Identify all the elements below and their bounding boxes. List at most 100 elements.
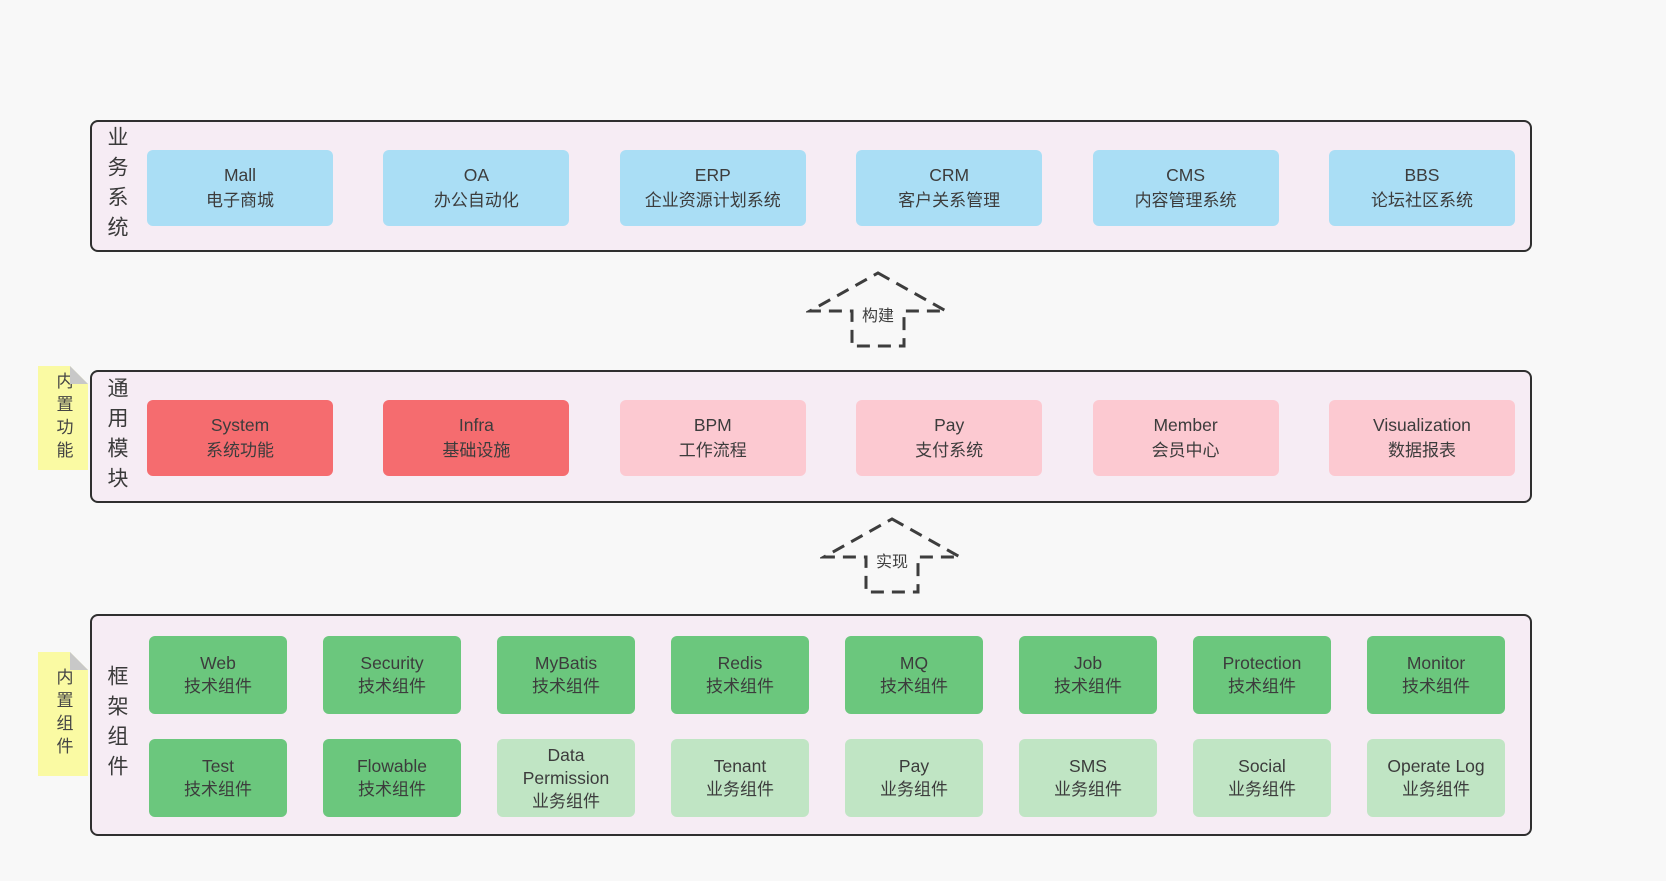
folded-corner-icon	[70, 652, 88, 670]
node-title: CMS	[1166, 165, 1205, 185]
sticky-note-builtin-components: 内置组件	[38, 652, 88, 776]
node-subtitle: 技术组件	[184, 677, 252, 696]
business-node-erp: ERP 企业资源计划系统	[619, 150, 806, 226]
node-title: Job	[1073, 653, 1103, 673]
node-subtitle: 支付系统	[915, 441, 984, 460]
node-title: Flowable	[356, 756, 428, 776]
business-node-oa: OA 办公自动化	[383, 150, 570, 226]
node-title: Member	[1153, 415, 1218, 435]
node-subtitle: 会员中心	[1151, 441, 1220, 460]
node-subtitle: 技术组件	[1054, 677, 1122, 696]
node-title: MQ	[899, 653, 929, 673]
folded-corner-icon	[70, 366, 88, 384]
node-subtitle: 技术组件	[1228, 677, 1296, 696]
component-node-monitor: Monitor 技术组件	[1367, 636, 1505, 714]
node-subtitle: 论坛社区系统	[1370, 191, 1473, 210]
node-title: Tenant	[713, 756, 767, 776]
node-subtitle: 数据报表	[1387, 441, 1456, 460]
dashed-up-arrow-icon	[806, 271, 950, 348]
component-node-security: Security 技术组件	[323, 636, 461, 714]
node-subtitle: 技术组件	[880, 677, 948, 696]
node-title: Pay	[898, 756, 930, 776]
node-subtitle: 业务组件	[706, 780, 774, 799]
node-title: ERP	[694, 165, 731, 185]
panel-framework-components-label: 框架组件	[105, 665, 128, 785]
arrow-implement-label: 实现	[872, 548, 912, 572]
node-subtitle: 业务组件	[1402, 780, 1470, 799]
common-modules-box-row: System 系统功能 Infra 基础设施 BPM 工作流程 Pay 支付系统 Member 会…	[147, 400, 1515, 476]
node-subtitle: 办公自动化	[433, 191, 519, 210]
node-title: Protection	[1222, 653, 1302, 673]
node-subtitle: 技术组件	[1402, 677, 1470, 696]
arrow-build: 构建	[806, 270, 950, 348]
component-node-mq: MQ 技术组件	[845, 636, 983, 714]
node-title: Test	[201, 756, 235, 776]
node-subtitle: 企业资源计划系统	[644, 191, 781, 210]
node-subtitle: 技术组件	[358, 780, 426, 799]
node-title: Pay	[934, 415, 965, 435]
panel-business-systems-label: 业务系统	[105, 126, 128, 246]
node-title: CRM	[929, 165, 970, 185]
framework-components-row-2: Test 技术组件 Flowable 技术组件 Data Permission 业务组件 T…	[149, 739, 1505, 817]
node-subtitle: 工作流程	[678, 441, 747, 460]
node-title: Operate Log	[1387, 756, 1485, 776]
node-title: Monitor	[1406, 653, 1466, 673]
business-node-cms: CMS 内容管理系统	[1092, 150, 1279, 226]
node-subtitle: 客户关系管理	[898, 191, 1001, 210]
node-title: Mall	[223, 165, 257, 185]
node-subtitle: 系统功能	[206, 441, 274, 460]
node-title: Security	[360, 653, 424, 673]
component-node-protection: Protection 技术组件	[1193, 636, 1331, 714]
component-node-flowable: Flowable 技术组件	[323, 739, 461, 817]
node-title: Data Permission	[522, 744, 610, 788]
component-node-data-permission: Data Permission 业务组件	[497, 739, 635, 817]
node-title: Web	[200, 653, 236, 673]
component-node-mybatis: MyBatis 技术组件	[497, 636, 635, 714]
module-node-visualization: Visualization 数据报表	[1328, 400, 1515, 476]
module-node-system: System 系统功能	[147, 400, 333, 476]
node-subtitle: 业务组件	[532, 791, 600, 811]
component-node-web: Web 技术组件	[149, 636, 287, 714]
module-node-infra: Infra 基础设施	[383, 400, 570, 476]
sticky-note-builtin-features: 内置功能	[38, 366, 88, 470]
node-subtitle: 技术组件	[706, 677, 774, 696]
dashed-up-arrow-icon	[820, 517, 964, 594]
module-node-bpm: BPM 工作流程	[619, 400, 806, 476]
component-node-pay: Pay 业务组件	[845, 739, 983, 817]
business-node-bbs: BBS 论坛社区系统	[1328, 150, 1515, 226]
node-subtitle: 内容管理系统	[1134, 191, 1237, 210]
node-subtitle: 业务组件	[1228, 780, 1296, 799]
component-node-operate-log: Operate Log 业务组件	[1367, 739, 1505, 817]
sticky-note-text: 内置组件	[53, 668, 73, 760]
arrow-build-label: 构建	[858, 302, 898, 326]
node-subtitle: 基础设施	[442, 441, 511, 460]
node-title: Redis	[717, 653, 763, 673]
component-node-redis: Redis 技术组件	[671, 636, 809, 714]
node-title: Social	[1238, 756, 1286, 776]
node-subtitle: 技术组件	[532, 677, 600, 696]
node-title: BPM	[693, 415, 732, 435]
node-title: Visualization	[1372, 415, 1471, 435]
node-title: SMS	[1069, 756, 1107, 776]
node-title: Infra	[458, 415, 494, 435]
node-title: MyBatis	[534, 653, 598, 673]
node-subtitle: 业务组件	[880, 780, 948, 799]
business-node-crm: CRM 客户关系管理	[856, 150, 1043, 226]
sticky-note-text: 内置功能	[53, 372, 73, 464]
component-node-test: Test 技术组件	[149, 739, 287, 817]
node-subtitle: 技术组件	[358, 677, 426, 696]
component-node-job: Job 技术组件	[1019, 636, 1157, 714]
panel-common-modules-label: 通用模块	[105, 376, 128, 497]
node-title: BBS	[1404, 165, 1440, 185]
node-subtitle: 技术组件	[184, 780, 252, 799]
node-title: OA	[463, 165, 490, 185]
node-title: System	[210, 415, 270, 435]
module-node-member: Member 会员中心	[1092, 400, 1279, 476]
